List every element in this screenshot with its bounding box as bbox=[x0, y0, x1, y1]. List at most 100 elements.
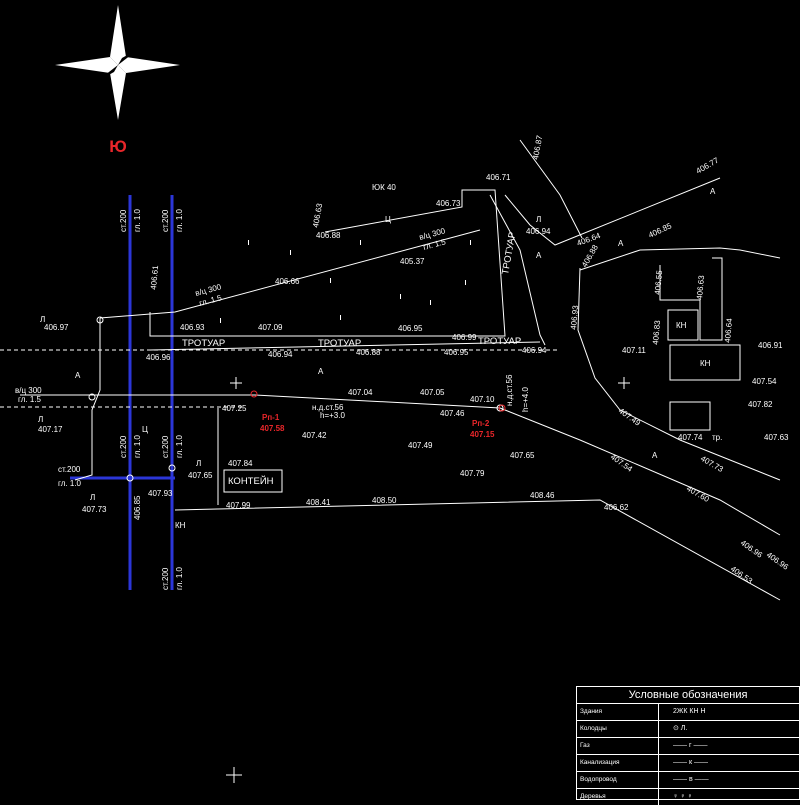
road-edge-bottom bbox=[174, 499, 781, 601]
building-right-outline bbox=[659, 257, 723, 341]
road-diagonal-ne-outer bbox=[504, 177, 721, 246]
elev-label: 406.88 bbox=[356, 348, 381, 357]
label-a-5: А bbox=[710, 187, 716, 196]
elev-label: 407.10 bbox=[470, 395, 495, 404]
elev-label: 406.61 bbox=[149, 264, 160, 290]
label-h40-vertical: h=+4.0 bbox=[521, 387, 530, 412]
elev-label: 407.04 bbox=[348, 388, 373, 397]
elev-label: 407.60 bbox=[685, 484, 711, 504]
elev-label: 406.73 bbox=[436, 199, 461, 208]
legend-row-symbol: —— в —— bbox=[673, 776, 709, 783]
elev-label: 406.66 bbox=[275, 277, 300, 286]
curb-right bbox=[519, 139, 583, 239]
label-st200-1: ст.200 bbox=[119, 209, 128, 232]
elev-label: 406.85 bbox=[133, 495, 142, 520]
label-l-right: Л bbox=[196, 459, 201, 468]
building-kn-right-2 bbox=[669, 344, 741, 381]
elev-label: 407.46 bbox=[440, 409, 465, 418]
label-pipe-left: в/ц 300 bbox=[15, 386, 42, 395]
elev-label: 406.95 bbox=[444, 348, 469, 357]
label-pipe-left-depth: гл. 1.5 bbox=[18, 395, 42, 404]
elev-label: 406.63 bbox=[695, 274, 706, 300]
label-c-mid: Ц bbox=[142, 425, 148, 434]
label-gl10-5: гл. 1.0 bbox=[58, 479, 82, 488]
elev-label: 406.91 bbox=[758, 341, 783, 350]
legend-row: Канализация —— к —— bbox=[577, 755, 799, 772]
label-rp1-value: 407.58 bbox=[260, 424, 285, 433]
elev-label: 407.79 bbox=[460, 469, 485, 478]
elev-label: 406.95 bbox=[398, 324, 423, 333]
label-st200-4: ст.200 bbox=[161, 435, 170, 458]
road-edge-left bbox=[20, 394, 781, 536]
elev-label: 406.96 bbox=[739, 538, 765, 560]
compass-south-label: Ю bbox=[109, 137, 127, 156]
label-l-kont: Л bbox=[90, 493, 95, 502]
label-st200-3: ст.200 bbox=[119, 435, 128, 458]
elev-label: 406.94 bbox=[268, 350, 293, 359]
label-st200-2: ст.200 bbox=[161, 209, 170, 232]
elev-label: 407.93 bbox=[148, 489, 173, 498]
legend-row-name: Колодцы bbox=[577, 721, 659, 737]
label-gl10-6: гл. 1.0 bbox=[175, 566, 184, 590]
building-outline-top bbox=[149, 189, 506, 337]
elev-label: 407.49 bbox=[617, 406, 643, 428]
compass-rose-icon bbox=[55, 5, 180, 120]
legend-row-name: Здания bbox=[577, 704, 659, 720]
elev-label: 406.94 bbox=[526, 227, 551, 236]
elev-label: 406.77 bbox=[695, 155, 721, 175]
label-a-4: А bbox=[618, 239, 624, 248]
building-kn-right-3 bbox=[669, 401, 711, 431]
elev-label: 406.83 bbox=[651, 319, 662, 345]
label-h30: h=+3.0 bbox=[320, 411, 345, 420]
elev-label: 406.88 bbox=[316, 231, 341, 240]
building-kn-right-1 bbox=[667, 309, 699, 341]
elev-label: 406.55 bbox=[653, 269, 664, 295]
elev-label: 407.09 bbox=[258, 323, 283, 332]
left-boundary bbox=[74, 318, 101, 481]
elev-label: 407.65 bbox=[188, 471, 213, 480]
manhole-icons bbox=[88, 316, 504, 482]
legend-row-symbol: 2ЖК КН Н bbox=[673, 708, 706, 715]
elev-label: 407.11 bbox=[622, 346, 646, 355]
elev-label: 406.93 bbox=[180, 323, 205, 332]
elev-label: 406.53 bbox=[729, 564, 755, 586]
elev-label: 406.87 bbox=[531, 134, 544, 160]
label-lamp-left: Л bbox=[38, 415, 43, 424]
label-l-mid: Л bbox=[536, 215, 541, 224]
label-a-1: А bbox=[75, 371, 81, 380]
elev-label: 405.37 bbox=[400, 257, 425, 266]
legend-title: Условные обозначения bbox=[577, 687, 799, 704]
label-el-40773: 407.73 bbox=[82, 505, 107, 514]
elev-label: 406.64 bbox=[723, 317, 734, 343]
elev-label: 407.49 bbox=[408, 441, 433, 450]
elev-label: 408.46 bbox=[530, 491, 555, 500]
label-rp2-name: Рп-2 bbox=[472, 419, 490, 428]
elev-label: 408.50 bbox=[372, 496, 397, 505]
elev-label: 407.05 bbox=[420, 388, 445, 397]
label-st200-5: ст.200 bbox=[58, 465, 81, 474]
elev-label: 406.99 bbox=[452, 333, 477, 342]
label-c-top: Ц bbox=[385, 215, 391, 224]
label-trotuar-vertical: ТРОТУАР bbox=[500, 231, 518, 275]
elev-label: 406.93 bbox=[569, 304, 580, 330]
label-rp2-value: 407.15 bbox=[470, 430, 495, 439]
elev-label: 407.65 bbox=[510, 451, 535, 460]
legend-row-name: Водопровод bbox=[577, 772, 659, 788]
label-juk40: ЮК 40 bbox=[372, 183, 396, 192]
elev-label: 407.54 bbox=[609, 452, 635, 474]
elev-label: 407.84 bbox=[228, 459, 253, 468]
elev-label: 406.96 bbox=[146, 353, 171, 362]
label-l-left: Л bbox=[40, 315, 45, 324]
legend-row: Здания 2ЖК КН Н bbox=[577, 704, 799, 721]
label-sewer-top: 406.97 bbox=[44, 323, 69, 332]
legend-row: Газ —— г —— bbox=[577, 738, 799, 755]
label-nd-st56-vertical: н.д.ст.56 bbox=[505, 374, 514, 406]
elev-label: 406.85 bbox=[647, 221, 673, 240]
label-rp1-name: Рп-1 bbox=[262, 413, 280, 422]
elev-label: 406.62 bbox=[604, 503, 629, 512]
label-a-2: А bbox=[318, 367, 324, 376]
road-diagonal-ne bbox=[489, 194, 546, 346]
elev-label: 408.41 bbox=[306, 498, 331, 507]
legend-row-name: Деревья bbox=[577, 789, 659, 805]
elev-label: 406.71 bbox=[486, 173, 511, 182]
